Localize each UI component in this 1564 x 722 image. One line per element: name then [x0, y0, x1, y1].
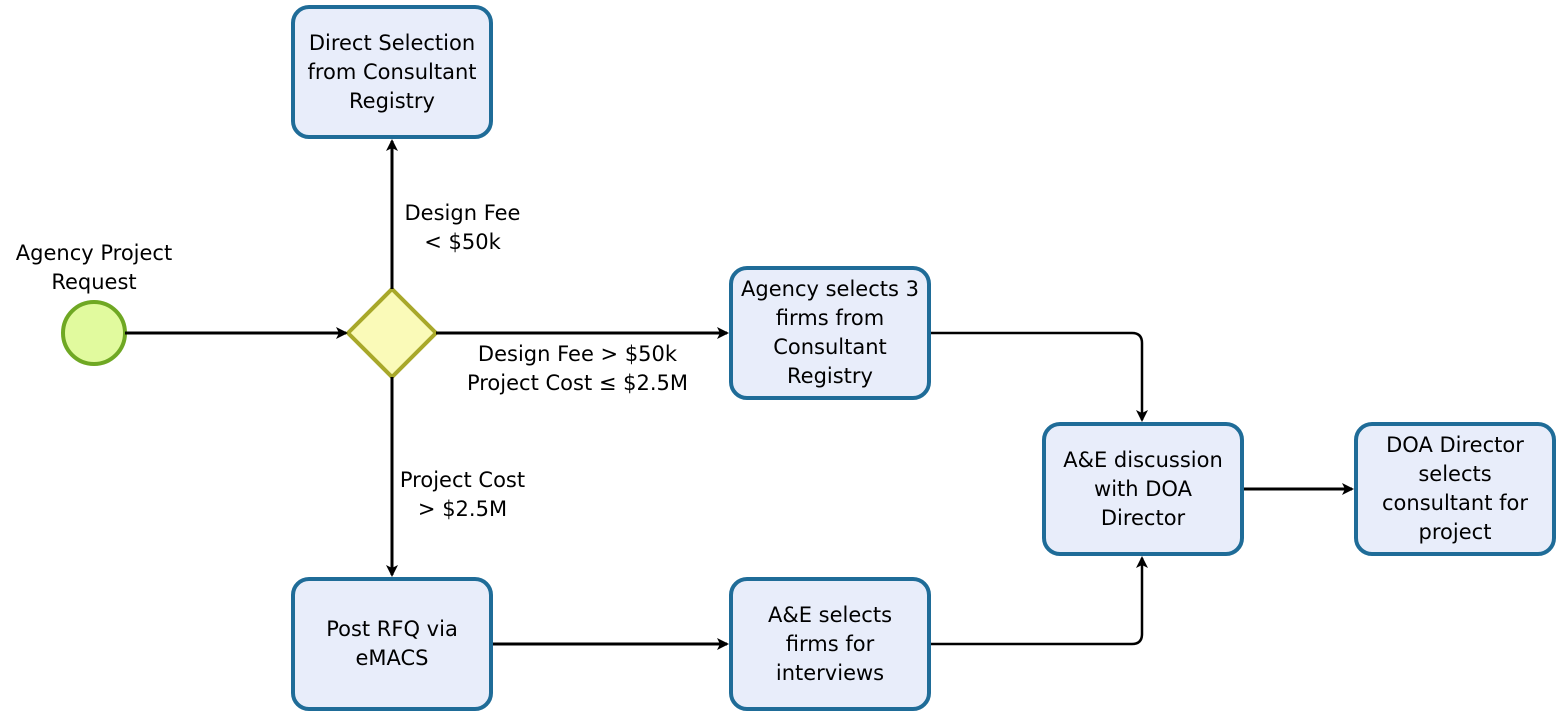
task-ae-discussion: A&E discussion with DOA Director — [1042, 422, 1244, 556]
start-event-circle — [61, 300, 127, 366]
condition-design-fee-high: Design Fee > $50k Project Cost ≤ $2.5M — [466, 342, 689, 395]
task-doa-director-selects-label: DOA Director selects consultant for proj… — [1382, 433, 1528, 544]
task-doa-director-selects: DOA Director selects consultant for proj… — [1354, 422, 1556, 556]
edge-ae-selects-to-ae-discussion — [931, 556, 1148, 646]
start-event-label: Agency Project Request — [15, 241, 173, 294]
condition-project-cost-high: Project Cost > $2.5M — [399, 468, 526, 521]
task-agency-selects-firms-label: Agency selects 3 firms from Consultant R… — [741, 277, 919, 388]
task-ae-selects-firms: A&E selects firms for interviews — [729, 577, 931, 711]
exclusive-gateway — [345, 286, 439, 380]
task-ae-discussion-label: A&E discussion with DOA Director — [1063, 447, 1223, 530]
task-direct-selection-label: Direct Selection from Consultant Registr… — [307, 30, 477, 113]
task-post-rfq-label: Post RFQ via eMACS — [326, 617, 458, 670]
task-direct-selection: Direct Selection from Consultant Registr… — [291, 5, 493, 139]
task-post-rfq: Post RFQ via eMACS — [291, 577, 493, 711]
condition-design-fee-low: Design Fee < $50k — [404, 201, 521, 254]
task-agency-selects-firms: Agency selects 3 firms from Consultant R… — [729, 266, 931, 400]
edge-agency-selects-to-ae-discussion — [931, 331, 1148, 422]
task-ae-selects-firms-label: A&E selects firms for interviews — [767, 602, 893, 685]
